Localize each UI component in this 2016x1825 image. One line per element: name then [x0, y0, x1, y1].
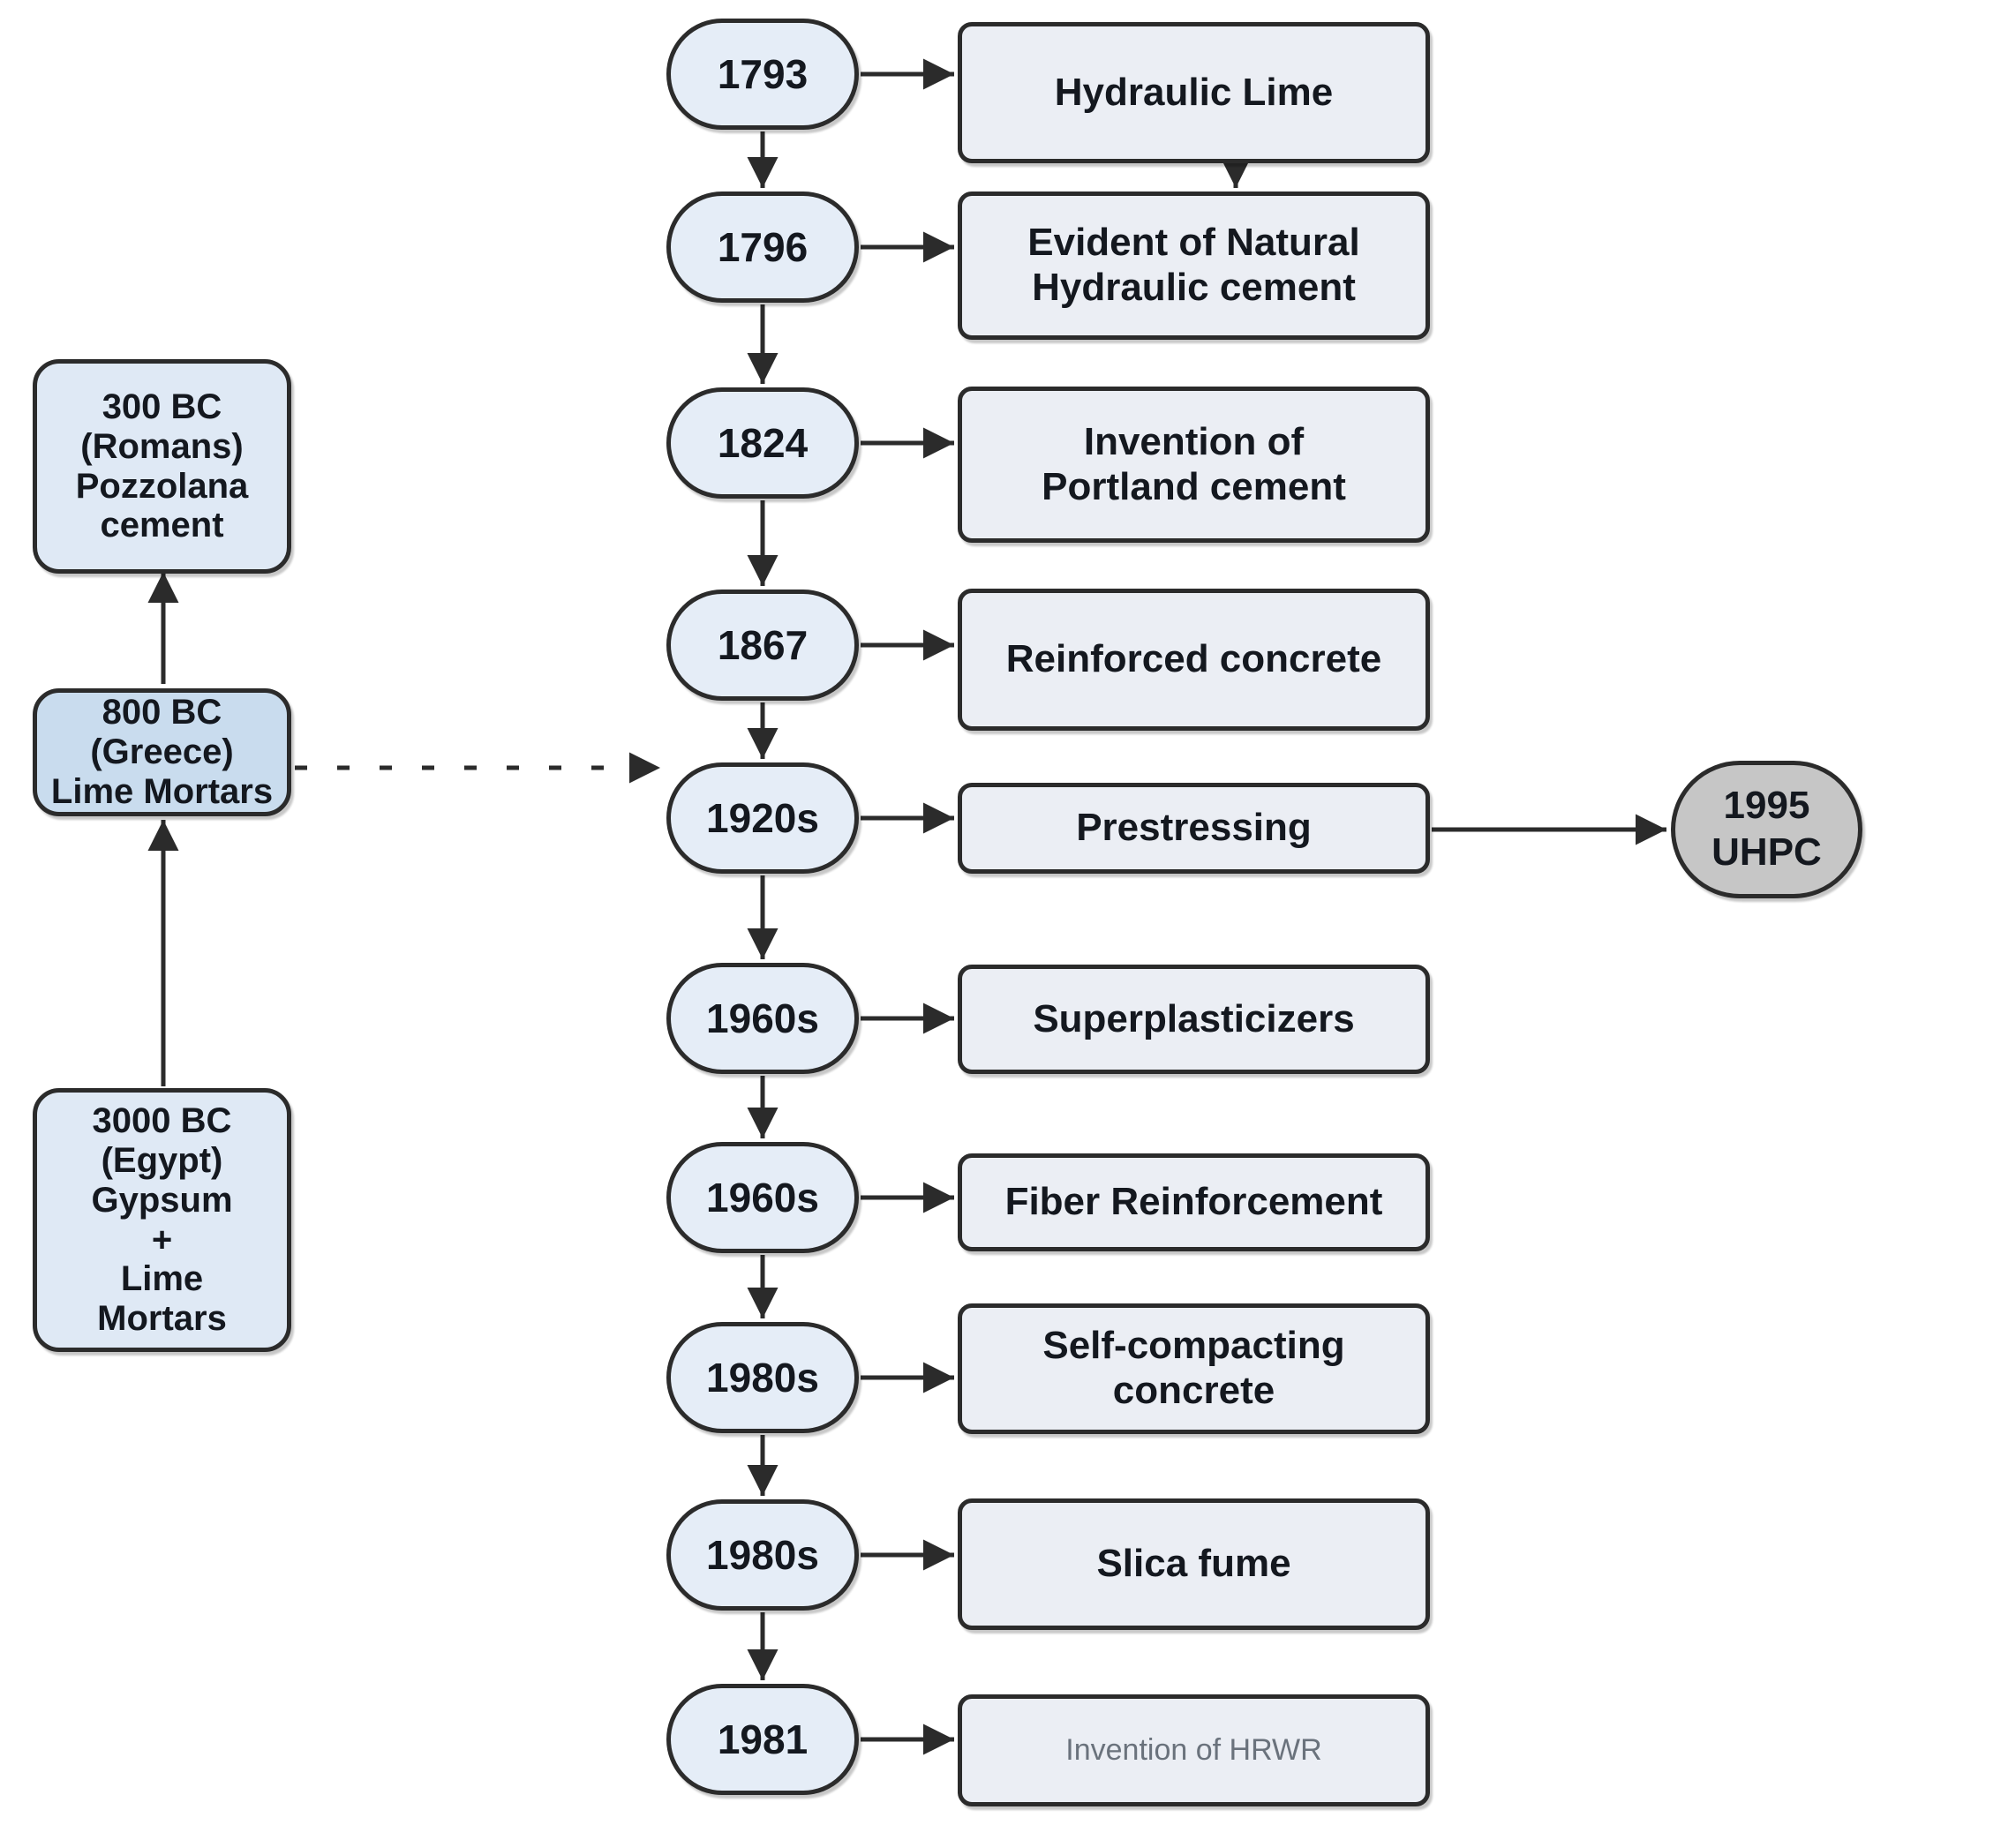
event-box-reinforced-concrete: Reinforced concrete	[958, 589, 1430, 731]
event-box-hrwr: Invention of HRWR	[958, 1694, 1430, 1806]
year-oval-1960s-a: 1960s	[666, 963, 859, 1074]
year-oval-1980s-b: 1980s	[666, 1499, 859, 1611]
year-oval-1793: 1793	[666, 19, 859, 130]
year-oval-1920s: 1920s	[666, 762, 859, 874]
event-box-natural-hydraulic-cement: Evident of Natural Hydraulic cement	[958, 192, 1430, 340]
node-3000bc-gypsum-lime-mortars: 3000 BC (Egypt) Gypsum + Lime Mortars	[33, 1088, 291, 1352]
node-800bc-lime-mortars: 800 BC (Greece) Lime Mortars	[33, 688, 291, 816]
year-oval-1981: 1981	[666, 1684, 859, 1795]
year-oval-1796: 1796	[666, 192, 859, 303]
year-oval-1867: 1867	[666, 590, 859, 701]
node-1995-uhpc: 1995 UHPC	[1671, 761, 1862, 898]
event-box-prestressing: Prestressing	[958, 783, 1430, 874]
node-300bc-pozzolana-cement: 300 BC (Romans) Pozzolana cement	[33, 359, 291, 574]
event-box-hydraulic-lime: Hydraulic Lime	[958, 22, 1430, 163]
event-box-fiber-reinforcement: Fiber Reinforcement	[958, 1153, 1430, 1251]
event-box-self-compacting-concrete: Self-compacting concrete	[958, 1303, 1430, 1434]
event-box-superplasticizers: Superplasticizers	[958, 965, 1430, 1074]
year-oval-1960s-b: 1960s	[666, 1142, 859, 1253]
year-oval-1980s-a: 1980s	[666, 1322, 859, 1433]
year-oval-1824: 1824	[666, 387, 859, 499]
event-box-silica-fume: Slica fume	[958, 1498, 1430, 1630]
event-box-portland-cement: Invention of Portland cement	[958, 387, 1430, 543]
